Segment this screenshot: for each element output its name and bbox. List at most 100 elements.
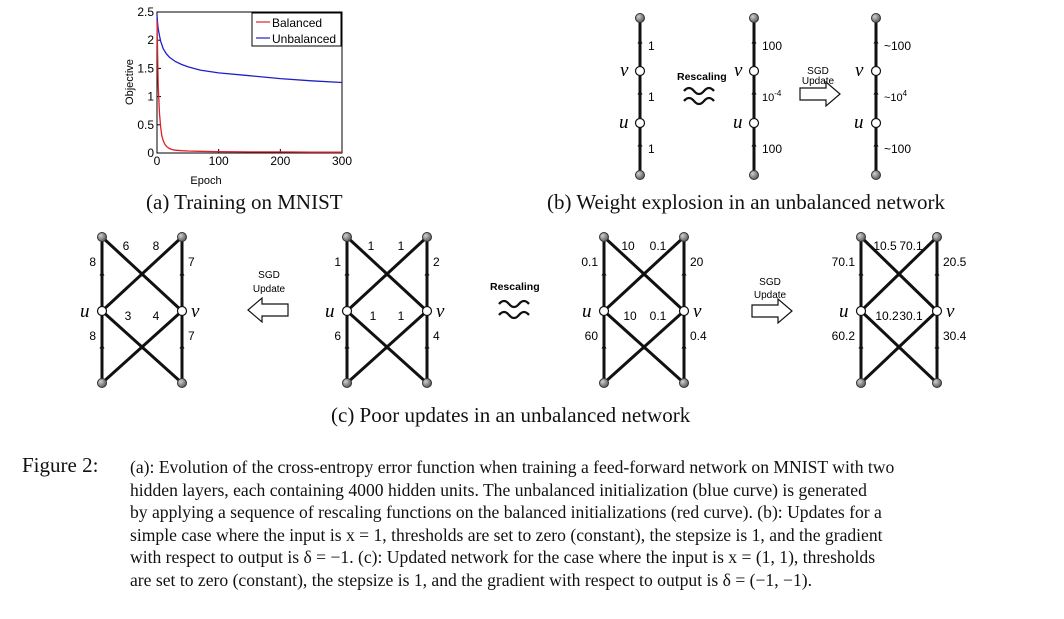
weight-label: 7 [188,255,195,269]
output-node [749,13,759,23]
panel-b-network-3: v u ~100 ~104 ~100 [854,13,911,180]
node-u-label: u [80,301,90,322]
subcaption-b: (b) Weight explosion in an unbalanced ne… [547,190,945,214]
weight-label: 1 [368,239,375,253]
weight-label: 8 [89,255,96,269]
approx-symbol [683,86,715,106]
legend-balanced-label: Balanced [272,16,322,30]
node-u-label: u [854,112,864,133]
panel-b-network-2: v u 100 10-4 100 [733,13,782,180]
y-tick-label: 2.5 [137,5,154,19]
node-u-label: u [733,112,743,133]
weight-label: 1 [398,309,405,323]
weight-label: 20.5 [943,255,967,269]
weight-label: 1 [648,142,655,156]
node-v-label: v [620,60,629,81]
weight-label: 2 [433,255,440,269]
x-axis-label: Epoch [190,175,221,187]
y-tick-label: 1.5 [137,61,154,75]
weight-label: 4 [153,309,160,323]
node-v [931,305,943,317]
caption-line: (a): Evolution of the cross-entropy erro… [130,457,895,477]
weight-label: 7 [188,329,195,343]
weight-label: 8 [89,329,96,343]
x-tick-label: 0 [154,154,161,168]
weight-label: 1 [648,90,655,104]
weight-label: 10 [621,239,635,253]
terminal-node [342,232,352,242]
x-tick-label: 100 [209,154,229,168]
subcaption-c: (c) Poor updates in an unbalanced networ… [331,403,691,427]
sgd-label: SGD [807,66,829,77]
node-v-label: v [436,301,445,322]
approx-symbol [498,299,530,320]
sgd-label: SGD [258,270,280,281]
weight-label: 0.4 [690,329,707,343]
weight-label: ~104 [884,89,908,104]
y-axis-label: Objective [124,59,136,105]
caption-body: (a): Evolution of the cross-entropy erro… [130,456,1048,592]
weight-label: 20 [690,255,704,269]
terminal-node [599,232,609,242]
weight-label: 6 [334,329,341,343]
weight-label: 8 [153,239,160,253]
update-label: Update [253,284,286,295]
weight-label: 10-4 [762,89,782,104]
rescaling-label: Rescaling [490,281,540,293]
caption-line: simple case where the input is x = 1, th… [130,524,883,545]
node-v [748,65,760,77]
node-u [96,305,108,317]
panel-b-network-1: v u 1 1 1 [619,13,655,180]
terminal-node [422,378,432,388]
weight-label: 100 [762,142,782,156]
weight-label: 4 [433,329,440,343]
x-tick-label: 200 [270,154,290,168]
node-v-label: v [946,301,955,322]
weight-label: 10 [623,309,637,323]
terminal-node [932,232,942,242]
series-line-balanced [156,20,342,153]
terminal-node [679,232,689,242]
node-u-label: u [325,301,335,322]
weight-label: 70.1 [832,255,856,269]
terminal-node [422,232,432,242]
weight-label: 10.5 [873,239,897,253]
y-tick-label: 2 [147,33,154,47]
input-node [635,170,645,180]
node-u [598,305,610,317]
caption-label: Figure 2: [22,453,99,477]
terminal-node [932,378,942,388]
weight-label: 70.1 [899,239,923,253]
input-node [871,170,881,180]
series-line-unbalanced [156,14,343,84]
weight-label: ~100 [884,39,911,53]
y-tick-label: 1 [147,90,154,104]
caption-line: hidden layers, each containing 4000 hidd… [130,479,867,500]
weight-label: 10.2 [875,309,899,323]
node-v [870,65,882,77]
terminal-node [342,378,352,388]
weight-label: 60 [585,329,599,343]
weight-label: 0.1 [650,239,667,253]
output-node [871,13,881,23]
node-u-label: u [582,301,592,322]
x-tick-label: 300 [332,154,352,168]
weight-label: 1 [398,239,405,253]
weight-label: 100 [762,39,782,53]
caption-line: with respect to output is δ = −1. (c): U… [130,547,876,568]
weight-label: 30.1 [899,309,923,323]
node-v-label: v [693,301,702,322]
weight-label: 60.2 [832,329,856,343]
output-node [635,13,645,23]
node-v-label: v [855,60,864,81]
weight-label: ~100 [884,142,911,156]
node-u [341,305,353,317]
node-u [870,117,882,129]
node-u [748,117,760,129]
rescaling-label: Rescaling [677,71,727,83]
node-u-label: u [839,301,849,322]
node-v [176,305,188,317]
